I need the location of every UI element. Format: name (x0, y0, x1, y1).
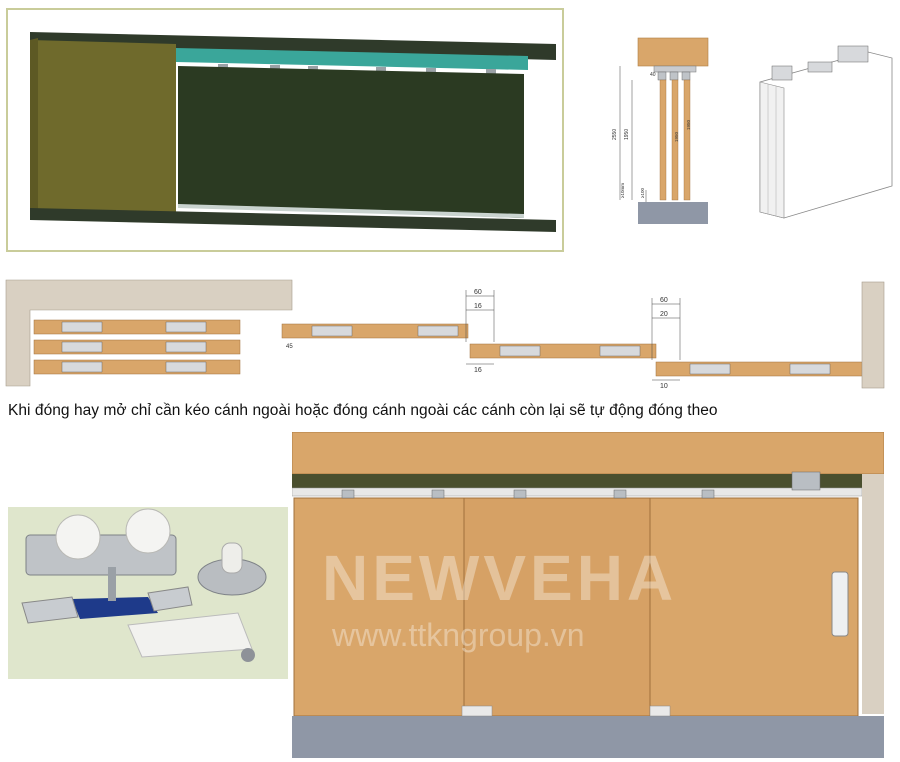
dim-offset-b-inner: 20 (660, 311, 668, 318)
track-rollers (341, 471, 821, 499)
door-leaf-plan (655, 361, 863, 377)
front-elevation-view: NEWVEHA www.ttkngroup.vn (292, 432, 884, 758)
sliding-door-3d-render (30, 32, 556, 232)
roller (486, 69, 496, 75)
hanger-block (807, 61, 833, 73)
plan-dimension-lines (465, 290, 681, 381)
dim-offset-b-total: 60 (660, 297, 668, 304)
roller (308, 66, 318, 72)
stopper-block (127, 612, 253, 658)
hanger (657, 71, 667, 81)
bracket-right (147, 586, 193, 612)
hanger-group (657, 71, 691, 81)
dim-offset-b-side: 10 (660, 383, 668, 390)
roller (270, 65, 280, 71)
left-wall (5, 279, 293, 387)
ceiling-beam (292, 432, 884, 475)
top-track (653, 65, 697, 73)
caption-text: Khi đóng hay mở chỉ cần kéo cánh ngoài h… (8, 402, 718, 419)
bracket-left (21, 596, 79, 624)
door-leaf (671, 79, 679, 201)
roller (426, 68, 436, 74)
stacked-doors-left (33, 319, 241, 375)
door-stack-side (759, 81, 785, 219)
wheel-left (55, 514, 101, 560)
dim-floor-gap: ≥10mm (620, 183, 625, 198)
right-wall (861, 281, 885, 389)
blue-plate (72, 597, 158, 619)
door-leaf (659, 79, 667, 201)
dim-door-label-a: 1950 (674, 131, 679, 142)
hardware-photo (8, 507, 288, 679)
hanger (681, 71, 691, 81)
watermark-url: www.ttkngroup.vn (331, 617, 585, 653)
isometric-door-stack (759, 45, 893, 219)
top-track (292, 487, 863, 497)
floor-slab (638, 202, 708, 224)
dim-offset-a-total: 60 (474, 289, 482, 296)
bolt (108, 567, 116, 601)
bottom-rail (30, 208, 556, 232)
hardware-top (771, 45, 869, 81)
vertical-section-drawing: 2550 1950 40 ≥100 ≥10mm 1950 1950 (612, 37, 709, 224)
plan-view-drawing: 60 16 16 60 20 10 45 (5, 279, 885, 390)
top-rail (30, 32, 556, 60)
door-leaf-2 (463, 497, 651, 717)
track-soffit (292, 474, 884, 488)
hanger-block (771, 65, 793, 81)
floor-slab (292, 716, 884, 758)
hanger-block (837, 45, 869, 63)
ceiling-beam (637, 37, 709, 67)
dim-total-height: 2550 (612, 129, 618, 140)
screw (241, 648, 255, 662)
staggered-doors (281, 323, 863, 377)
wheel-right (125, 508, 171, 554)
bottom-guide (178, 204, 524, 218)
roller (376, 67, 386, 73)
hanger (669, 71, 679, 81)
dim-top-gap: 40 (650, 72, 656, 78)
bottom-guides (461, 705, 671, 717)
dim-left-gap: 45 (286, 344, 293, 350)
door-leaf-3 (649, 497, 859, 717)
roller (218, 64, 228, 70)
teal-track (176, 48, 528, 70)
dim-door-label-b: 1950 (686, 119, 691, 130)
dim-bottom-gap: ≥100 (640, 188, 645, 198)
dimension-lines (619, 66, 647, 202)
side-wall-edge (30, 38, 38, 212)
side-wall-panel (30, 40, 176, 212)
door-leaf (683, 79, 691, 201)
dim-offset-a-side: 16 (474, 367, 482, 374)
watermark-brand: NEWVEHA (322, 542, 677, 614)
door-leaf-1 (293, 497, 465, 717)
roller-group (218, 64, 496, 75)
right-wall (862, 474, 884, 714)
guide-pin (221, 542, 243, 574)
render-3d-frame (6, 8, 564, 252)
door-panel-dark (178, 66, 524, 218)
dim-door-height: 1950 (624, 129, 630, 140)
door-handle (831, 571, 849, 637)
dim-offset-a-inner: 16 (474, 303, 482, 310)
